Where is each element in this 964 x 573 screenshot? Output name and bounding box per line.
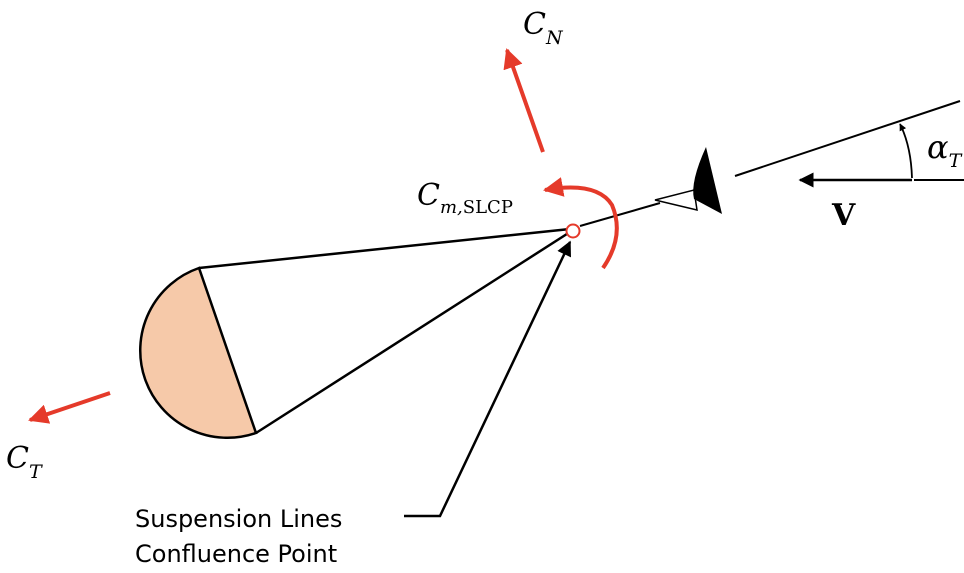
capsule: [654, 189, 698, 211]
normal-force-arrow: [503, 48, 545, 153]
cn-label: CN: [523, 7, 564, 49]
riser-line: [579, 202, 661, 227]
callout-label-line2: Confluence Point: [135, 540, 337, 568]
alpha-label: αT: [927, 128, 963, 172]
suspension-line-lower: [255, 230, 571, 435]
angle-arc: [899, 123, 913, 179]
suspension-line-upper: [198, 227, 571, 270]
velocity-label: V: [831, 198, 856, 233]
confluence-point-marker: [565, 223, 581, 239]
callout-label-line1: Suspension Lines: [135, 505, 342, 533]
trajectory-line: [734, 100, 961, 177]
callout-leader: [404, 240, 572, 518]
cm-label: Cm,SLCP: [417, 178, 513, 218]
capsule-body: [693, 147, 722, 214]
canopy: [138, 266, 258, 440]
moment-arc: [543, 177, 619, 270]
tangential-force-arrow: [28, 391, 111, 424]
ct-label: CT: [6, 441, 43, 483]
